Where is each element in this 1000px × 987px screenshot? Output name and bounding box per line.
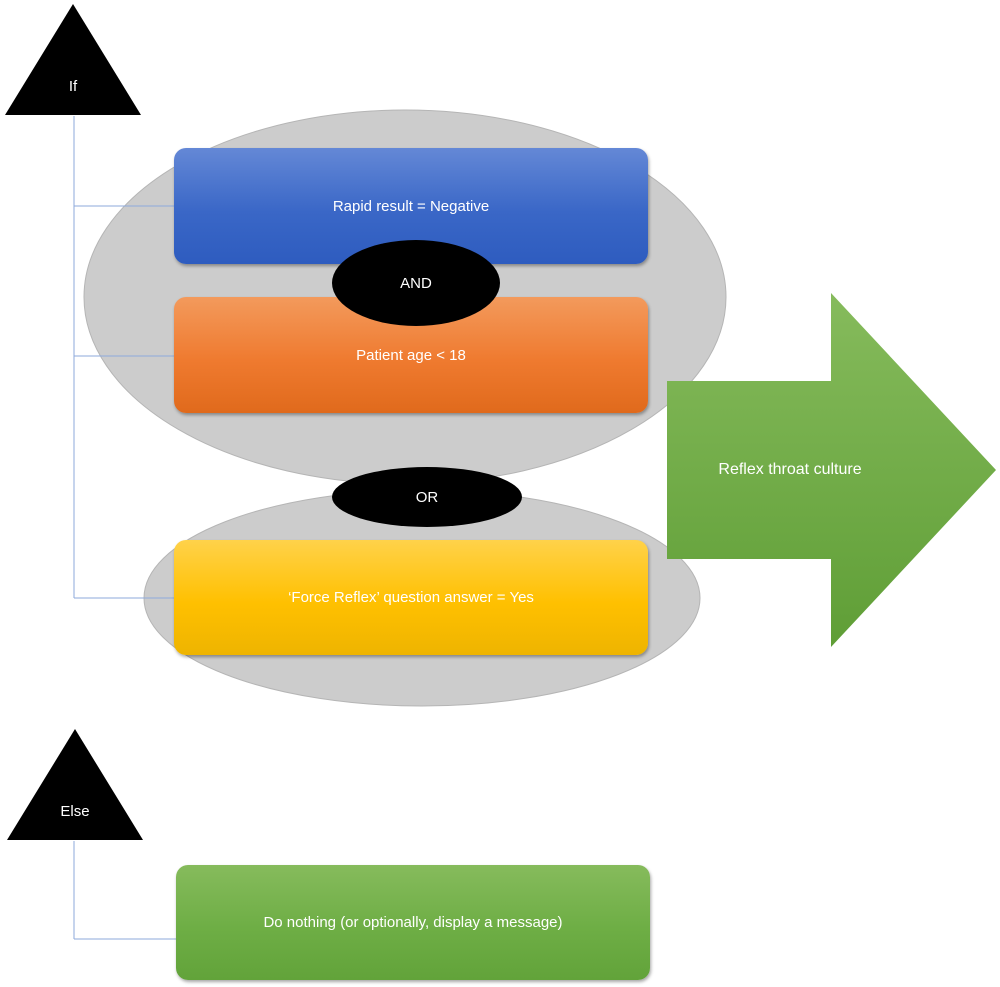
condition-patient-age-box: Patient age < 18	[174, 297, 648, 413]
or-operator-label: OR	[415, 488, 439, 506]
else-action-label: Do nothing (or optionally, display a mes…	[263, 914, 563, 931]
else-action-box: Do nothing (or optionally, display a mes…	[176, 865, 650, 980]
outcome-arrow	[667, 293, 996, 647]
outcome-label: Reflex throat culture	[718, 461, 862, 478]
else-connector-lines	[73, 841, 176, 940]
condition-force-reflex-label: ‘Force Reflex’ question answer = Yes	[288, 589, 534, 606]
condition-patient-age-label: Patient age < 18	[356, 346, 466, 364]
condition-rapid-result-label: Rapid result = Negative	[332, 197, 490, 215]
condition-force-reflex-box: ‘Force Reflex’ question answer = Yes	[174, 540, 648, 655]
if-label: If	[68, 77, 78, 95]
condition-rapid-result-box: Rapid result = Negative	[174, 148, 648, 264]
if-connector-lines	[73, 116, 174, 599]
else-triangle	[7, 729, 143, 840]
and-operator-label: AND	[400, 274, 432, 292]
if-triangle	[5, 4, 141, 115]
else-label: Else	[60, 802, 90, 820]
